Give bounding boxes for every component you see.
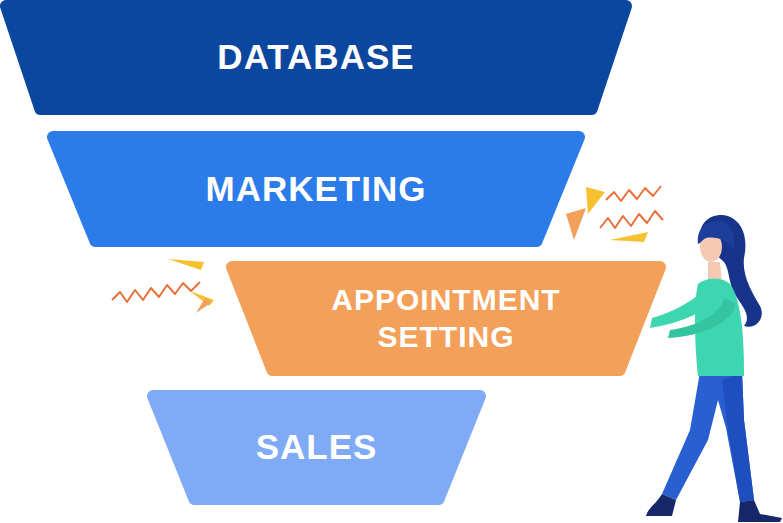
band-label: SALES [256, 426, 378, 469]
marketing-band: MARKETING [47, 131, 585, 247]
band-text-group: DATABASE [56, 36, 576, 79]
woman-figure [646, 215, 782, 522]
right-sparkle [566, 186, 663, 242]
band-text-group: SALES [197, 426, 437, 469]
sales-band: SALES [147, 390, 486, 505]
band-label: DATABASE [217, 36, 414, 79]
band-text-group: APPOINTMENT SETTING [296, 282, 596, 355]
band-text-group: MARKETING [101, 168, 531, 211]
left-sparkle [112, 259, 214, 313]
band-label: MARKETING [206, 168, 427, 211]
band-label: APPOINTMENT SETTING [296, 282, 596, 355]
appointment-band: APPOINTMENT SETTING [226, 261, 666, 376]
trapezoid-shape [226, 261, 666, 376]
database-band: DATABASE [0, 0, 632, 115]
